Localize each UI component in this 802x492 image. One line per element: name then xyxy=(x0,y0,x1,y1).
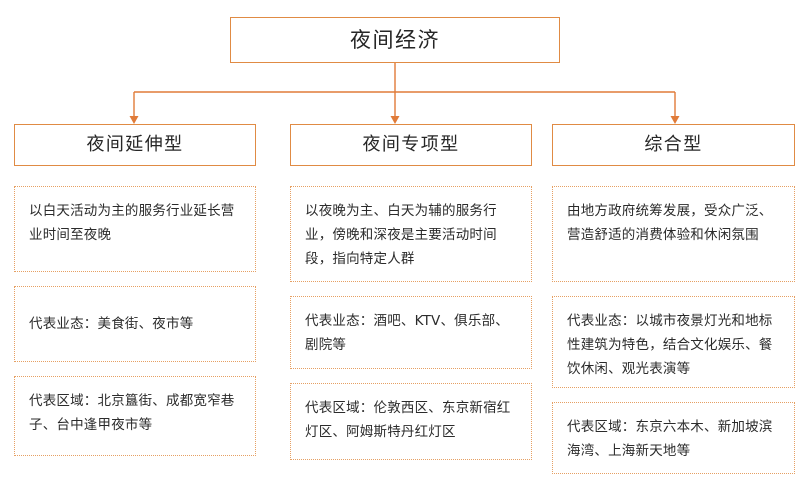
branch-card[interactable]: 代表业态：以城市夜景灯光和地标性建筑为特色，结合文化娱乐、餐饮休闲、观光表演等 xyxy=(552,296,795,388)
branch-column-3: 综合型 由地方政府统筹发展，受众广泛、营造舒适的消费体验和休闲氛围 代表业态：以… xyxy=(552,124,795,488)
branch-card-list: 以白天活动为主的服务行业延长营业时间至夜晚 代表业态：美食街、夜市等 代表区域：… xyxy=(14,186,256,456)
root-node[interactable]: 夜间经济 xyxy=(230,17,560,63)
branch-card-text: 代表业态：美食街、夜市等 xyxy=(29,316,194,332)
arrowhead-right xyxy=(670,116,680,124)
branch-card-text: 代表区域：伦敦西区、东京新宿红灯区、阿姆斯特丹红灯区 xyxy=(305,400,511,440)
branch-card[interactable]: 代表区域：北京簋街、成都宽窄巷子、台中逢甲夜市等 xyxy=(14,376,256,456)
branch-card-text: 以白天活动为主的服务行业延长营业时间至夜晚 xyxy=(29,203,235,243)
branch-card-text: 代表区域：东京六本木、新加坡滨海湾、上海新天地等 xyxy=(567,419,773,459)
arrowhead-left xyxy=(129,116,139,124)
branch-card-text: 代表业态：以城市夜景灯光和地标性建筑为特色，结合文化娱乐、餐饮休闲、观光表演等 xyxy=(567,313,773,377)
arrowhead-center xyxy=(390,116,400,124)
branch-header-2[interactable]: 夜间专项型 xyxy=(290,124,532,166)
branch-card[interactable]: 代表业态：酒吧、KTV、俱乐部、剧院等 xyxy=(290,296,532,369)
branch-header-label: 夜间专项型 xyxy=(362,134,460,155)
branch-card-text: 代表业态：酒吧、KTV、俱乐部、剧院等 xyxy=(305,313,509,353)
branch-header-label: 夜间延伸型 xyxy=(86,134,184,155)
branch-card-list: 以夜晚为主、白天为辅的服务行业，傍晚和深夜是主要活动时间段，指向特定人群 代表业… xyxy=(290,186,532,460)
root-node-label: 夜间经济 xyxy=(350,27,440,52)
branch-card[interactable]: 代表业态：美食街、夜市等 xyxy=(14,286,256,362)
branch-header-label: 综合型 xyxy=(644,134,703,155)
branch-card[interactable]: 代表区域：伦敦西区、东京新宿红灯区、阿姆斯特丹红灯区 xyxy=(290,383,532,460)
branch-card-list: 由地方政府统筹发展，受众广泛、营造舒适的消费体验和休闲氛围 代表业态：以城市夜景… xyxy=(552,186,795,474)
branch-card[interactable]: 以夜晚为主、白天为辅的服务行业，傍晚和深夜是主要活动时间段，指向特定人群 xyxy=(290,186,532,282)
branch-header-1[interactable]: 夜间延伸型 xyxy=(14,124,256,166)
branch-header-3[interactable]: 综合型 xyxy=(552,124,795,166)
branch-card[interactable]: 代表区域：东京六本木、新加坡滨海湾、上海新天地等 xyxy=(552,402,795,474)
branch-card[interactable]: 以白天活动为主的服务行业延长营业时间至夜晚 xyxy=(14,186,256,272)
branch-card-text: 代表区域：北京簋街、成都宽窄巷子、台中逢甲夜市等 xyxy=(29,393,235,433)
branch-column-2: 夜间专项型 以夜晚为主、白天为辅的服务行业，傍晚和深夜是主要活动时间段，指向特定… xyxy=(290,124,532,474)
branch-card-text: 由地方政府统筹发展，受众广泛、营造舒适的消费体验和休闲氛围 xyxy=(567,203,773,243)
branch-card-text: 以夜晚为主、白天为辅的服务行业，傍晚和深夜是主要活动时间段，指向特定人群 xyxy=(305,203,497,267)
branch-column-1: 夜间延伸型 以白天活动为主的服务行业延长营业时间至夜晚 代表业态：美食街、夜市等… xyxy=(14,124,256,470)
branch-card[interactable]: 由地方政府统筹发展，受众广泛、营造舒适的消费体验和休闲氛围 xyxy=(552,186,795,282)
